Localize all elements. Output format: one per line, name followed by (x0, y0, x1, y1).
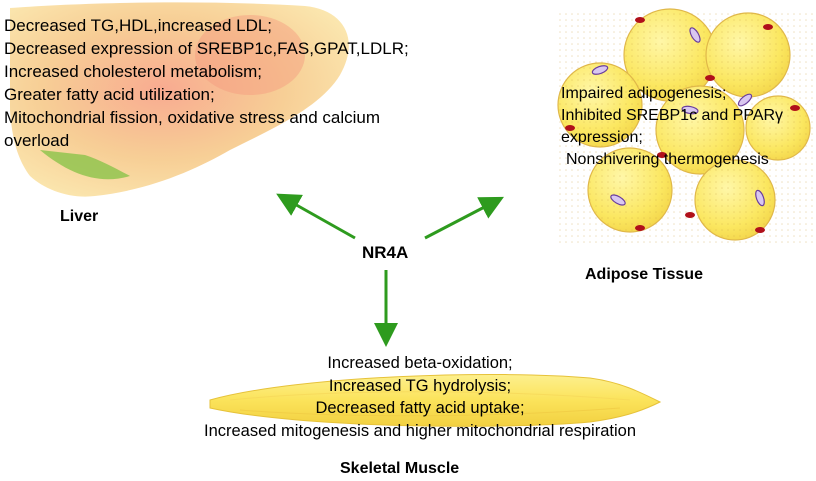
liver-effect: Greater fatty acid utilization; (4, 85, 215, 104)
liver-illustration (10, 2, 349, 197)
liver-effect: Increased cholesterol metabolism; (4, 62, 262, 81)
liver-effect: Mitochondrial fission, oxidative stress … (4, 108, 381, 127)
liver-effects: Decreased TG,HDL,increased LDL; Decrease… (4, 14, 409, 152)
liver-effect: overload (4, 131, 70, 150)
muscle-effect: Decreased fatty acid uptake; (315, 399, 525, 417)
muscle-illustration (209, 373, 662, 427)
muscle-effect: Increased TG hydrolysis; (328, 376, 512, 395)
adipose-effect: Nonshivering thermogenesis (566, 151, 769, 168)
liver-effect: Decreased expression of SREBP1c,FAS,GPAT… (4, 39, 409, 58)
adipose-effects: Impaired adipogenesis; Inhibited SREBP1c… (561, 83, 783, 171)
muscle-effect: Increased beta-oxidation; (327, 354, 513, 372)
arrow-to-liver (276, 193, 356, 240)
adipose-effect: Inhibited SREBP1c and PPARγ (561, 107, 784, 124)
arrow-to-adipose (424, 196, 504, 240)
center-label: NR4A (362, 243, 409, 262)
adipose-label: Adipose Tissue (585, 266, 703, 283)
adipose-effect: expression; (561, 129, 643, 146)
liver-effect: Decreased TG,HDL,increased LDL; (4, 16, 273, 35)
adipose-effect: Impaired adipogenesis; (561, 85, 727, 102)
muscle-label: Skeletal Muscle (340, 460, 460, 477)
liver-label: Liver (60, 208, 99, 225)
muscle-effect: Increased mitogenesis and higher mitocho… (204, 421, 636, 440)
muscle-effects: Increased beta-oxidation; Increased TG h… (150, 352, 690, 442)
arrows (276, 193, 504, 347)
adipose-illustration (555, 8, 813, 245)
